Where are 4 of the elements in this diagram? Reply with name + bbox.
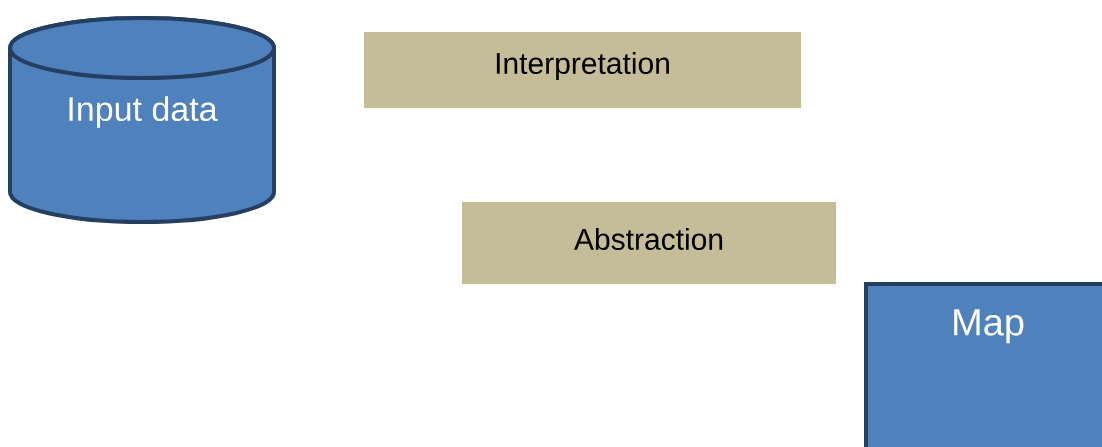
process-box: Interpretation	[364, 32, 801, 108]
process-box: Abstraction	[462, 202, 836, 284]
output-box: Map	[864, 282, 1102, 447]
database-cylinder: Input data	[8, 16, 276, 224]
